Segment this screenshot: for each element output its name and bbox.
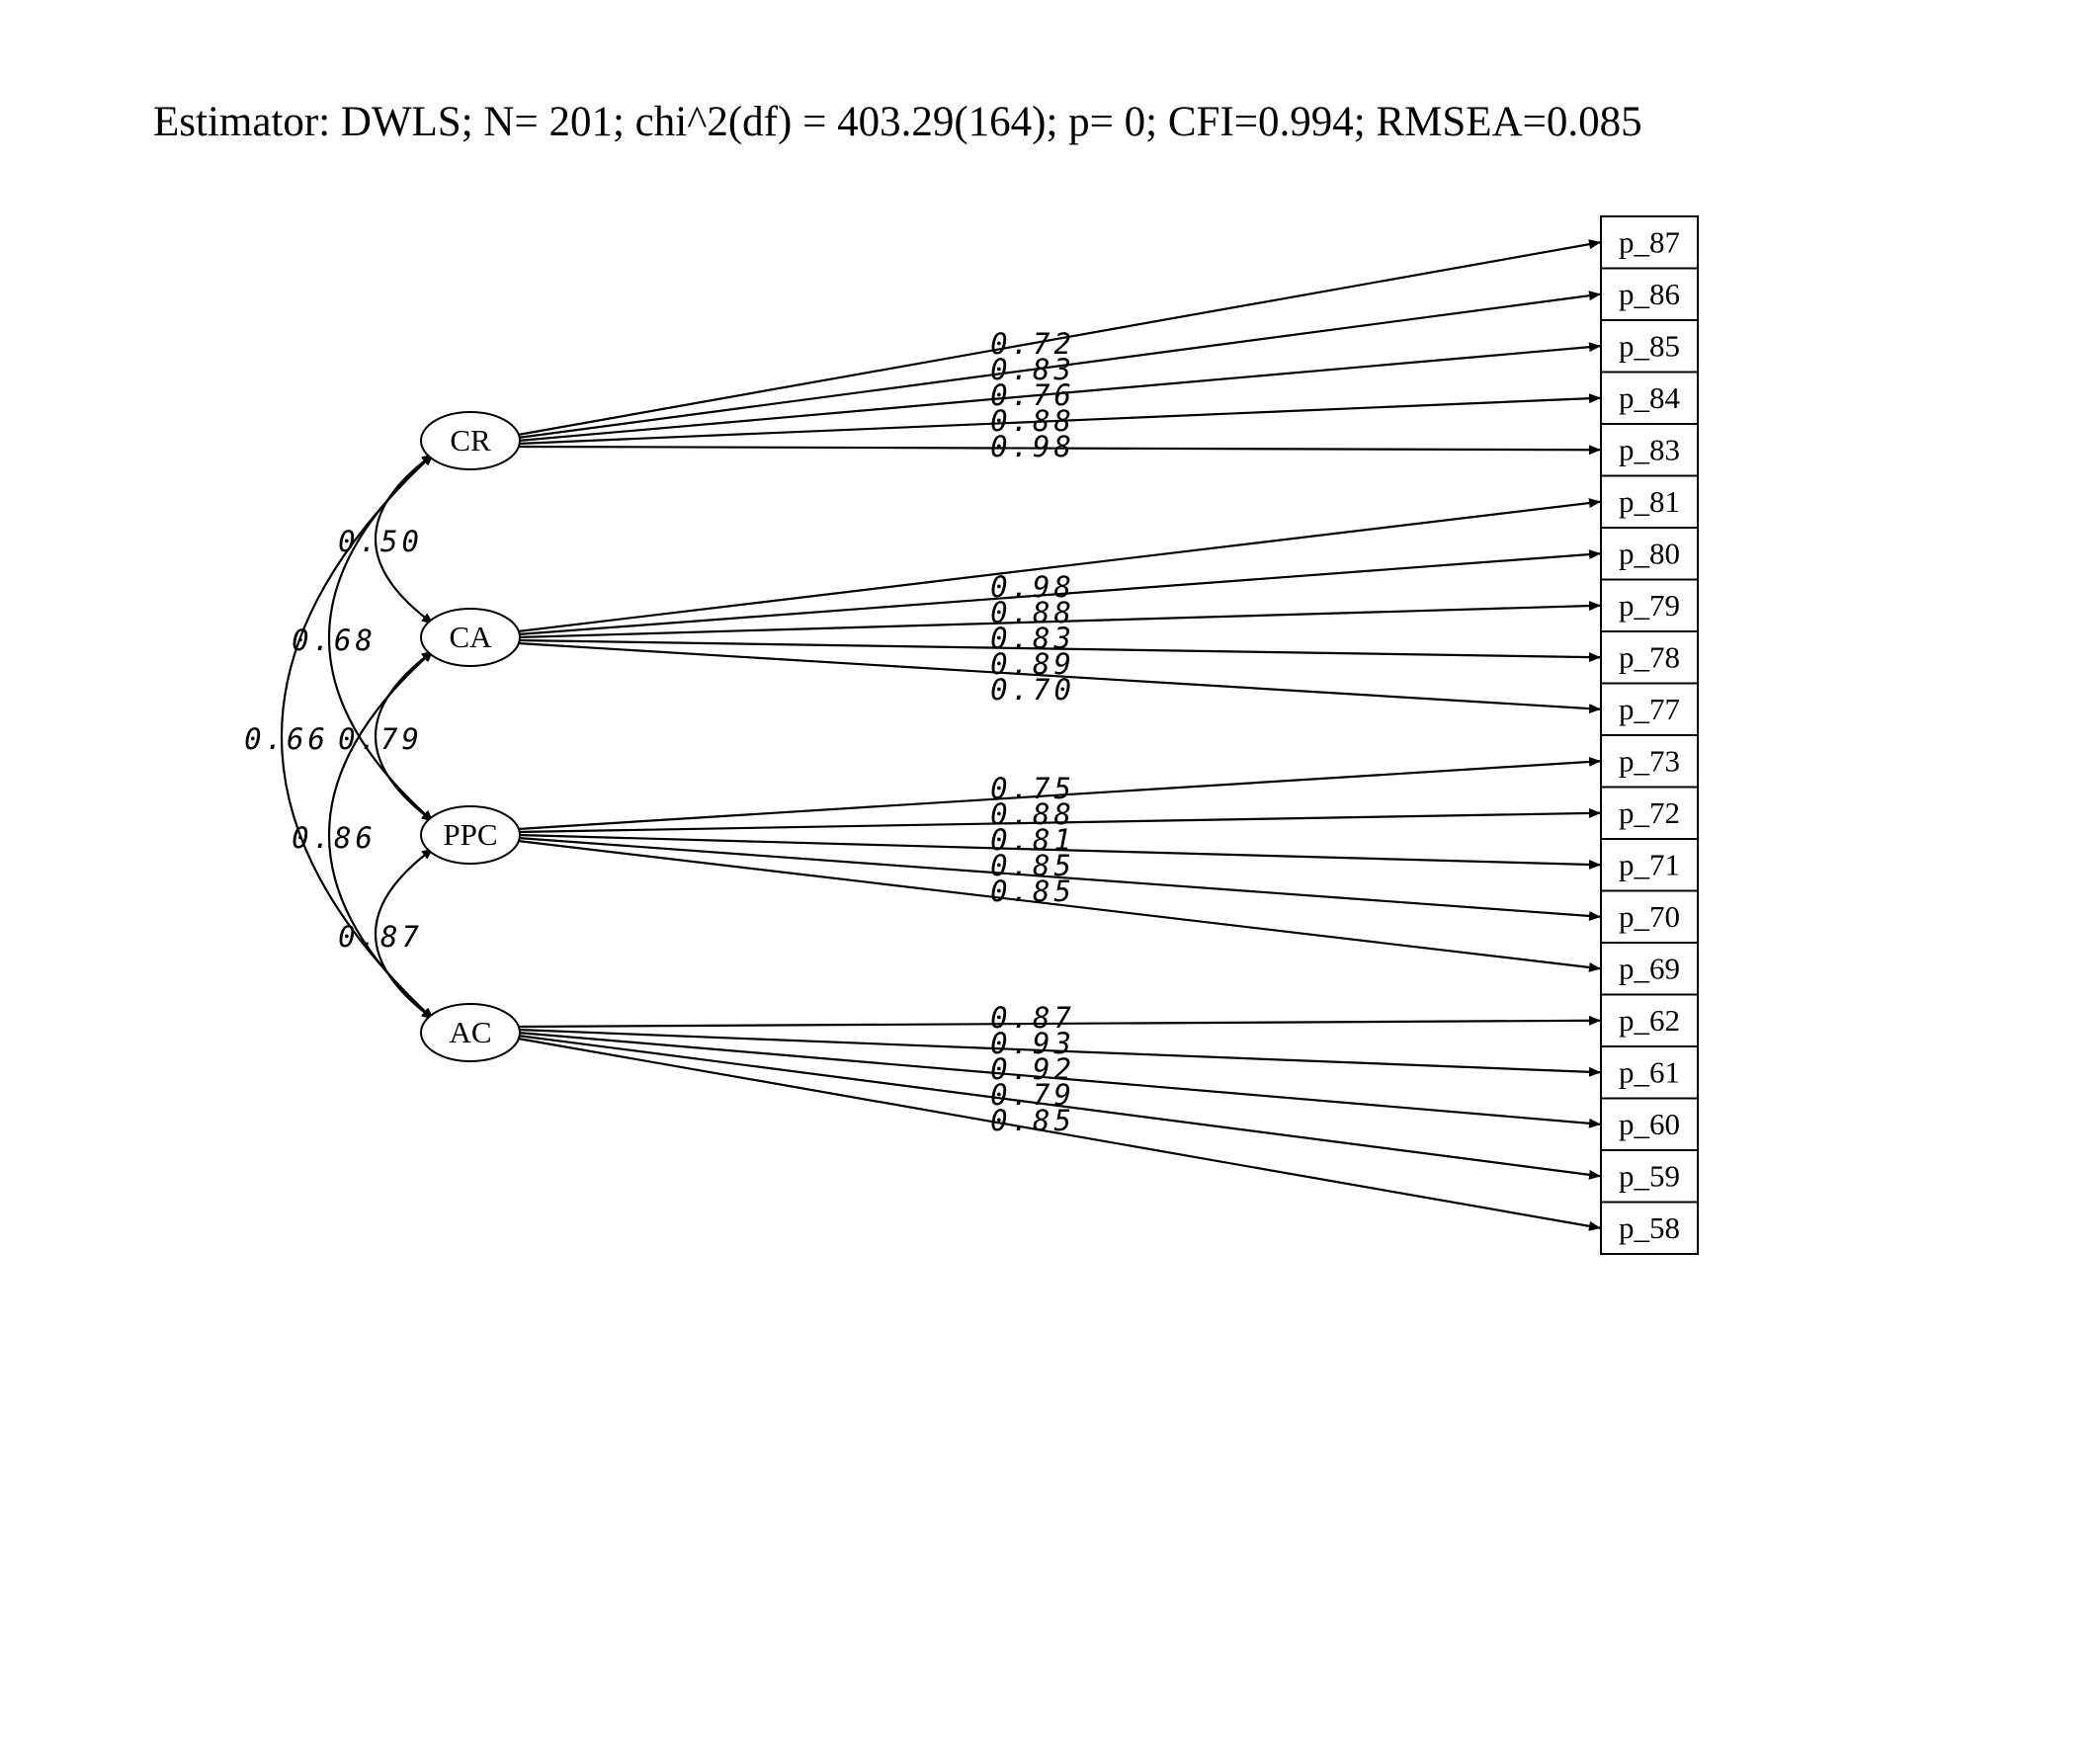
labels-layer: p_87 0.72 p_86 0.83 p_85 0.76 p_84 0.88 p_83 0.98… xyxy=(244,224,1680,1245)
indicator-label-p_83: p_83 xyxy=(1619,432,1680,466)
indicator-label-p_58: p_58 xyxy=(1619,1210,1680,1245)
latent-node-CR xyxy=(420,411,521,470)
loading-path-CA-p_79 xyxy=(517,601,1601,639)
loading-path-AC-p_59 xyxy=(517,1034,1601,1180)
indicator-box-p_83 xyxy=(1600,423,1699,477)
indicator-label-p_73: p_73 xyxy=(1619,743,1680,778)
loading-value-p_81: 0.98 xyxy=(990,570,1075,604)
indicator-label-p_86: p_86 xyxy=(1619,277,1680,311)
indicator-box-p_77 xyxy=(1600,682,1699,736)
loading-path-AC-p_60 xyxy=(517,1031,1601,1128)
loading-path-CR-p_84 xyxy=(517,393,1601,446)
loading-path-CA-p_80 xyxy=(517,549,1601,636)
nodes-layer xyxy=(420,215,1699,1255)
indicator-label-p_84: p_84 xyxy=(1619,380,1681,415)
loading-value-p_83: 0.98 xyxy=(990,430,1075,463)
indicator-label-p_78: p_78 xyxy=(1619,639,1680,674)
loading-value-p_87: 0.72 xyxy=(990,327,1075,361)
indicator-label-p_59: p_59 xyxy=(1619,1158,1680,1193)
indicator-box-p_86 xyxy=(1600,267,1699,321)
indicator-box-p_79 xyxy=(1600,578,1699,632)
latent-node-CA xyxy=(420,608,521,667)
covariance-value-CR-PPC: 0.68 xyxy=(292,624,377,657)
latent-label-PPC: PPC xyxy=(443,817,497,852)
indicator-box-p_72 xyxy=(1600,786,1699,840)
loading-value-p_69: 0.85 xyxy=(990,875,1075,908)
indicator-box-p_73 xyxy=(1600,734,1699,789)
loading-value-p_86: 0.83 xyxy=(990,353,1075,386)
loading-path-PPC-p_69 xyxy=(517,839,1601,972)
covariance-arc-PPC-AC xyxy=(374,848,434,1020)
loading-value-p_79: 0.83 xyxy=(990,622,1075,655)
indicator-box-p_81 xyxy=(1600,474,1699,529)
indicator-label-p_61: p_61 xyxy=(1619,1054,1680,1089)
loading-path-CR-p_87 xyxy=(517,239,1601,437)
loading-value-p_71: 0.81 xyxy=(990,823,1075,857)
covariance-arc-CR-AC xyxy=(280,454,434,1020)
loading-value-p_85: 0.76 xyxy=(990,378,1075,412)
loading-path-PPC-p_73 xyxy=(517,756,1601,831)
indicator-box-p_71 xyxy=(1600,838,1699,892)
loading-path-CA-p_77 xyxy=(517,641,1601,714)
covariance-arc-CA-PPC xyxy=(374,650,434,822)
loading-path-PPC-p_70 xyxy=(517,836,1601,921)
indicator-label-p_80: p_80 xyxy=(1619,536,1680,570)
loading-value-p_80: 0.88 xyxy=(990,596,1075,629)
loading-path-CA-p_78 xyxy=(517,638,1601,663)
loading-value-p_70: 0.85 xyxy=(990,849,1075,882)
loading-value-p_72: 0.88 xyxy=(990,797,1075,831)
loading-value-p_78: 0.89 xyxy=(990,647,1075,681)
loading-value-p_62: 0.87 xyxy=(990,1001,1075,1035)
indicator-label-p_70: p_70 xyxy=(1619,899,1680,934)
indicator-box-p_69 xyxy=(1600,942,1699,996)
latent-label-CR: CR xyxy=(450,423,491,458)
loading-path-CR-p_86 xyxy=(517,291,1601,440)
loading-value-p_84: 0.88 xyxy=(990,404,1075,438)
indicator-label-p_85: p_85 xyxy=(1619,328,1680,363)
fit-statistics-title: Estimator: DWLS; N= 201; chi^2(df) = 403… xyxy=(153,99,1642,145)
latent-label-CA: CA xyxy=(449,620,492,654)
indicator-label-p_62: p_62 xyxy=(1619,1003,1680,1038)
indicator-label-p_72: p_72 xyxy=(1619,795,1680,830)
loading-path-AC-p_61 xyxy=(517,1028,1601,1077)
loading-path-PPC-p_72 xyxy=(517,807,1601,834)
indicator-box-p_62 xyxy=(1600,993,1699,1047)
loading-path-CA-p_81 xyxy=(517,498,1601,633)
loading-value-p_61: 0.93 xyxy=(990,1027,1075,1060)
indicator-label-p_87: p_87 xyxy=(1619,224,1680,259)
latent-label-AC: AC xyxy=(449,1015,491,1049)
indicator-label-p_60: p_60 xyxy=(1619,1107,1680,1141)
loading-value-p_77: 0.70 xyxy=(990,673,1075,707)
loading-value-p_58: 0.85 xyxy=(990,1104,1075,1137)
covariance-value-CA-PPC: 0.79 xyxy=(338,722,423,756)
covariance-arc-CR-CA xyxy=(374,454,434,625)
indicator-box-p_70 xyxy=(1600,889,1699,944)
latent-node-AC xyxy=(420,1003,521,1062)
loading-path-AC-p_58 xyxy=(517,1037,1601,1231)
indicator-label-p_81: p_81 xyxy=(1619,484,1680,519)
loading-value-p_73: 0.75 xyxy=(990,772,1075,805)
loading-path-PPC-p_71 xyxy=(517,833,1601,870)
indicator-label-p_79: p_79 xyxy=(1619,588,1680,623)
indicator-box-p_84 xyxy=(1600,371,1699,425)
covariance-value-CR-AC: 0.66 xyxy=(244,722,329,756)
latent-node-PPC xyxy=(420,805,521,865)
indicator-label-p_69: p_69 xyxy=(1619,951,1680,985)
indicator-box-p_58 xyxy=(1600,1201,1699,1255)
loading-path-AC-p_62 xyxy=(517,1015,1601,1029)
indicator-box-p_61 xyxy=(1600,1045,1699,1100)
indicator-label-p_77: p_77 xyxy=(1619,692,1680,726)
loading-value-p_60: 0.92 xyxy=(990,1052,1075,1086)
loading-value-p_59: 0.79 xyxy=(990,1078,1075,1112)
covariance-value-CA-AC: 0.86 xyxy=(292,821,377,855)
loading-path-CR-p_83 xyxy=(517,445,1601,456)
edges-layer xyxy=(280,239,1601,1231)
indicator-label-p_71: p_71 xyxy=(1619,847,1680,881)
covariance-value-PPC-AC: 0.87 xyxy=(338,920,423,954)
covariance-value-CR-CA: 0.50 xyxy=(338,525,423,558)
loading-path-CR-p_85 xyxy=(517,342,1601,443)
indicator-box-p_60 xyxy=(1600,1097,1699,1151)
